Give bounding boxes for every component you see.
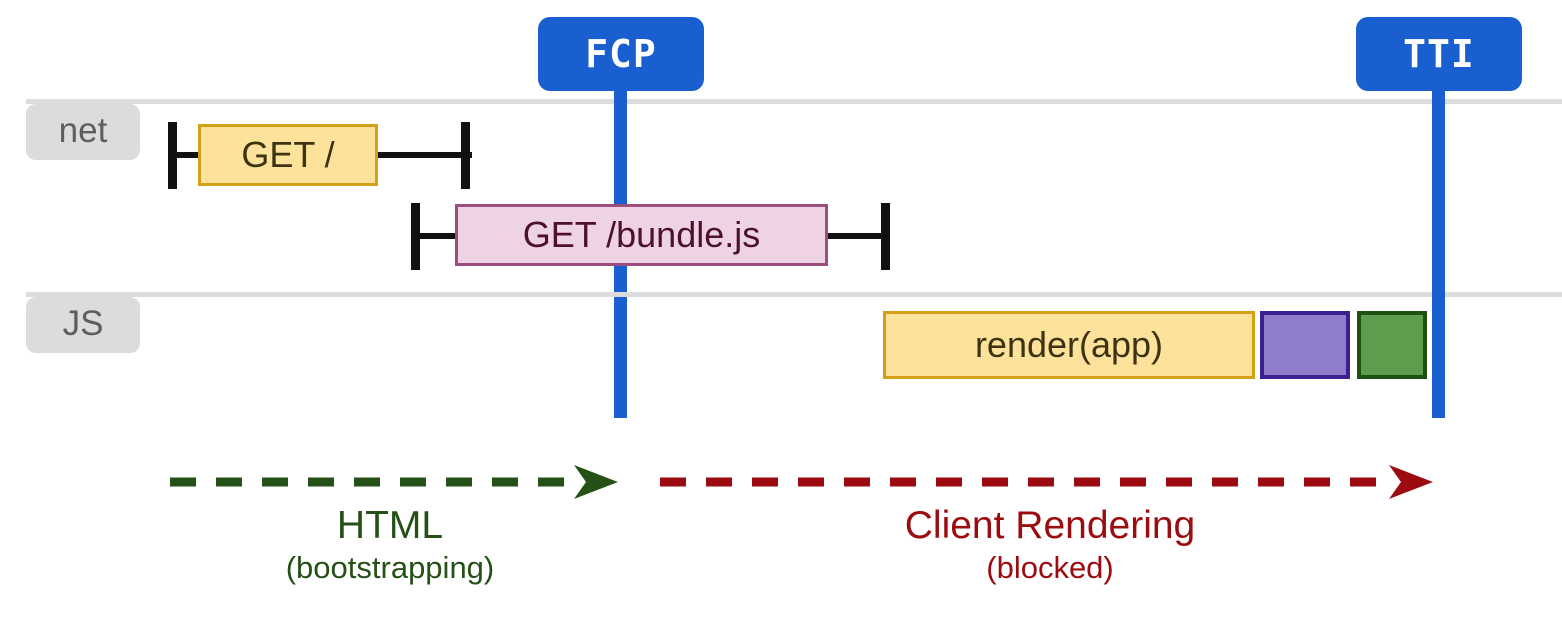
milestone-badge-tti-label: TTI bbox=[1403, 32, 1475, 76]
lane-label-js-text: JS bbox=[62, 303, 104, 343]
milestone-badge-fcp-label: FCP bbox=[585, 32, 657, 76]
js-task-purple[interactable] bbox=[1260, 311, 1350, 379]
whisker-cap-right-get-root bbox=[461, 122, 470, 189]
phase-caption-client-rendering: Client Rendering (blocked) bbox=[855, 504, 1245, 586]
lane-separator-net bbox=[26, 99, 1562, 104]
lane-label-js: JS bbox=[26, 297, 140, 353]
js-task-render-app-label: render(app) bbox=[974, 324, 1164, 365]
phase-arrow-client-rendering bbox=[660, 465, 1433, 499]
phase-arrow-html bbox=[170, 465, 618, 499]
net-task-get-root-label: GET / bbox=[241, 134, 335, 175]
lane-label-net: net bbox=[26, 104, 140, 160]
net-task-get-bundle[interactable]: GET /bundle.js bbox=[455, 204, 828, 266]
phase-caption-client-rendering-sub: (blocked) bbox=[986, 550, 1114, 586]
whisker-cap-right-get-bundle bbox=[881, 203, 890, 270]
milestone-badge-tti[interactable]: TTI bbox=[1356, 17, 1522, 91]
net-task-get-bundle-label: GET /bundle.js bbox=[522, 214, 761, 255]
phase-caption-html-sub: (bootstrapping) bbox=[285, 550, 495, 586]
net-task-get-root[interactable]: GET / bbox=[198, 124, 378, 186]
lane-separator-js bbox=[26, 292, 1562, 297]
phase-caption-client-rendering-main: Client Rendering bbox=[904, 504, 1196, 547]
js-task-render-app[interactable]: render(app) bbox=[883, 311, 1255, 379]
phase-caption-html: HTML (bootstrapping) bbox=[225, 504, 555, 586]
lane-label-net-text: net bbox=[58, 110, 108, 150]
milestone-badge-fcp[interactable]: FCP bbox=[538, 17, 704, 91]
js-task-green[interactable] bbox=[1357, 311, 1427, 379]
phase-caption-html-main: HTML bbox=[336, 504, 444, 547]
milestone-line-tti bbox=[1432, 88, 1445, 418]
